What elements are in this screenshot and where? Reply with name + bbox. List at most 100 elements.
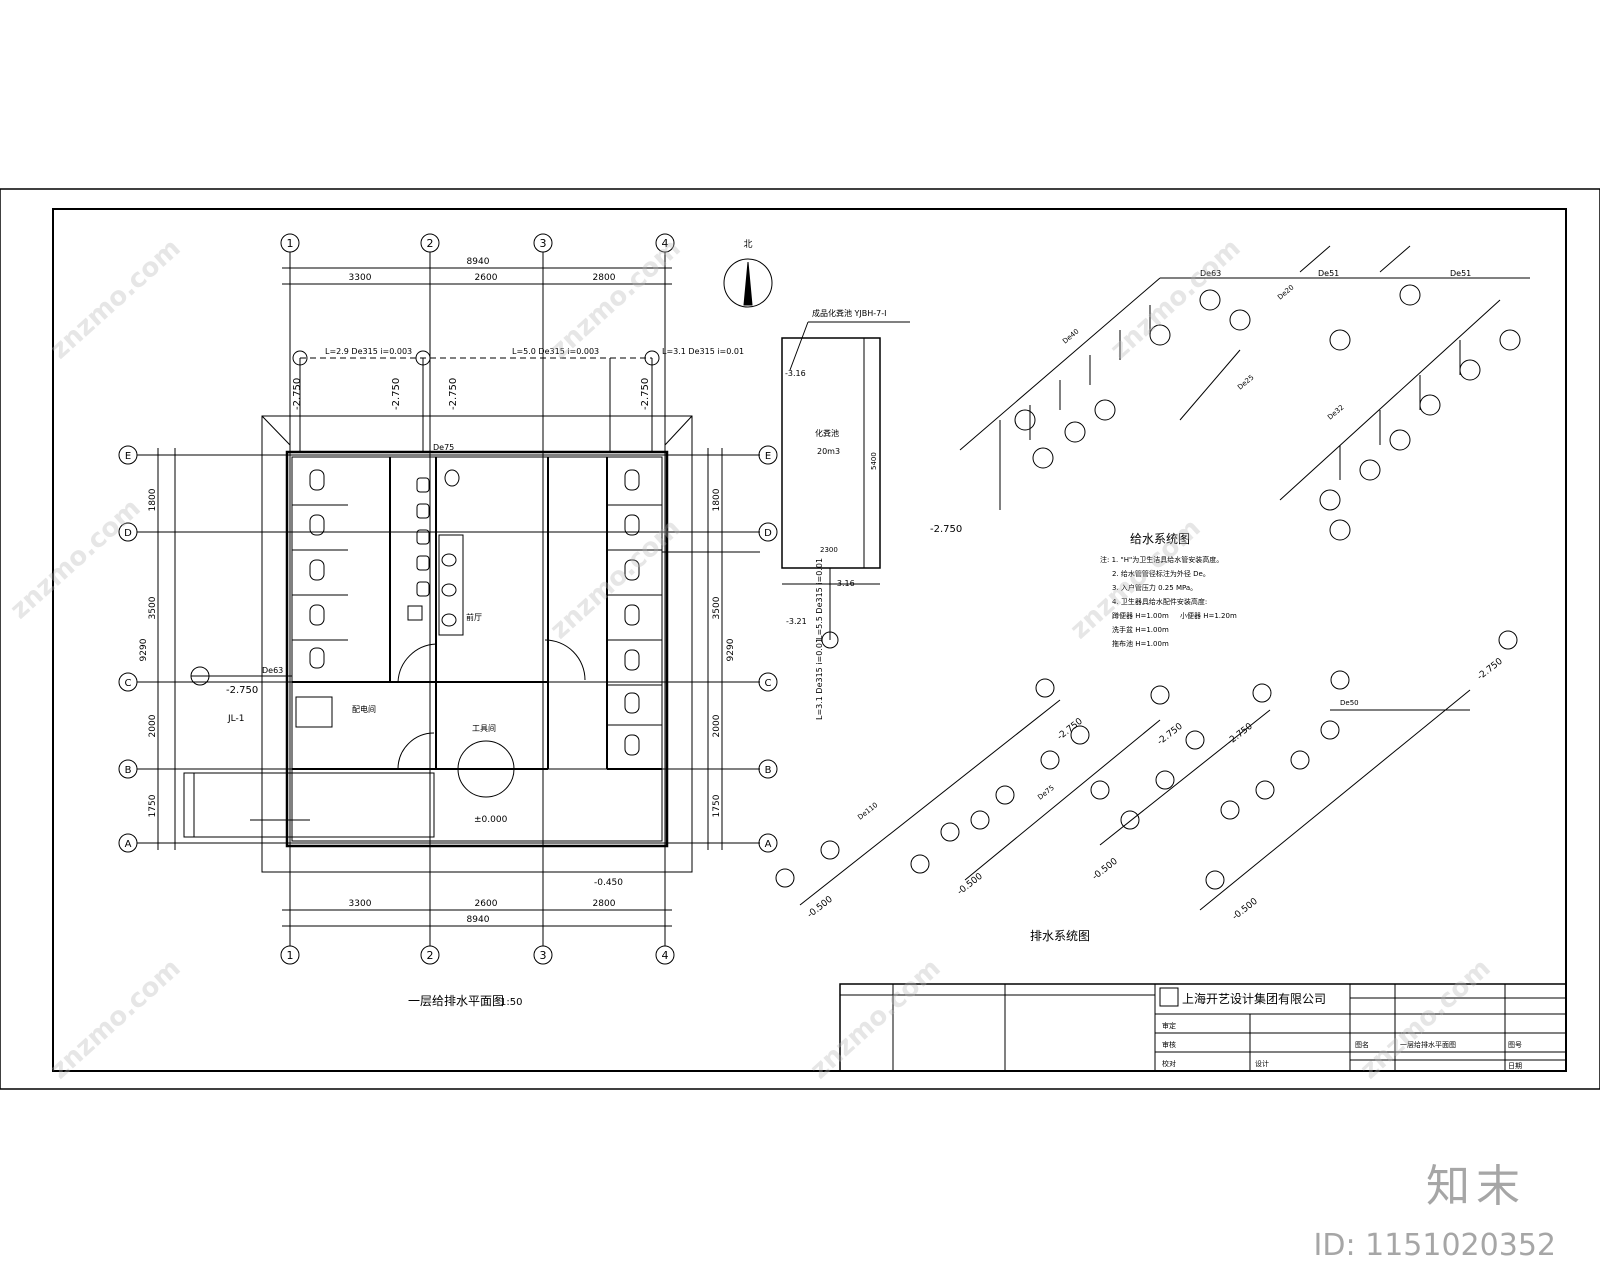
- title-block: [839, 983, 1567, 1072]
- axis-1-bottom: 1: [287, 949, 294, 962]
- axis-1: 1: [287, 237, 294, 250]
- dim-total-top: 8940: [467, 257, 490, 267]
- supply-h1: 蹲便器 H=1.00m: [1112, 611, 1169, 620]
- drain-level-3: -0.500: [1091, 856, 1120, 882]
- tb-label-design: 设计: [1255, 1059, 1269, 1068]
- svg-text:znzmo.com: znzmo.com: [45, 233, 187, 365]
- axis-A-right: A: [765, 839, 772, 850]
- level-inlet: -2.750: [226, 685, 258, 696]
- outer-frame: [0, 188, 1600, 1090]
- level-pipe-4: -2.750: [640, 378, 651, 410]
- pipe-de75: De75: [433, 443, 454, 452]
- dim-side-1: 1800: [148, 488, 158, 511]
- jl-label: JL-1: [227, 714, 244, 724]
- pipe-note-1: L=2.9 De315 i=0.003: [325, 347, 412, 356]
- tank-height: 5400: [870, 452, 878, 470]
- inner-frame: [52, 208, 1567, 1072]
- level-pipe-3: -2.750: [448, 378, 459, 410]
- svg-text:znzmo.com: znzmo.com: [805, 953, 947, 1085]
- svg-text:znzmo.com: znzmo.com: [1105, 233, 1247, 365]
- axis-2-bottom: 2: [427, 949, 434, 962]
- room-tool: 工具间: [472, 724, 496, 733]
- supply-texts: 给水系统图 注: 1. "H"为卫生洁具给水管安装高度。 2. 给水管管径标注为…: [930, 269, 1471, 648]
- stalls-right: [607, 469, 662, 756]
- supply-pipe-de63: De63: [1200, 269, 1221, 278]
- dim-bottom-2: 2600: [475, 899, 498, 909]
- dim-bottom-3: 2800: [593, 899, 616, 909]
- svg-text:znzmo.com: znzmo.com: [5, 493, 147, 625]
- septic-texts: 成品化粪池 YJBH-7-I 化粪池 20m3 -3.16 -3.16 -3.2…: [785, 308, 887, 720]
- axis-E: E: [125, 451, 131, 462]
- axis-A: A: [125, 839, 132, 850]
- svg-text:znzmo.com: znzmo.com: [45, 953, 187, 1085]
- drain-pipe-de75: De75: [1036, 784, 1056, 802]
- supply-h2: 洗手盆 H=1.00m: [1112, 625, 1169, 634]
- dim-side-3: 2000: [148, 714, 158, 737]
- tank-width: 2300: [820, 546, 838, 554]
- axis-4: 4: [662, 237, 669, 250]
- plan-title: 一层给排水平面图: [408, 994, 504, 1008]
- dim-side-4: 1750: [148, 794, 158, 817]
- supply-pipe-de40: De40: [1061, 327, 1080, 345]
- level-pipe-2: -2.750: [391, 378, 402, 410]
- pipe-de63: De63: [262, 666, 283, 675]
- supply-pipe-de51-a: De51: [1318, 269, 1339, 278]
- septic-tank: [781, 321, 910, 649]
- tank-level-1: -3.16: [785, 369, 806, 378]
- tb-label-review: 审定: [1162, 1021, 1176, 1030]
- supply-note-3: 3. 入户管压力 0.25 MPa。: [1112, 583, 1197, 592]
- dim-side-total: 9290: [139, 638, 149, 661]
- supply-pipe-de51-b: De51: [1450, 269, 1471, 278]
- brand-logo: 知末: [1426, 1161, 1526, 1212]
- supply-h4: 小便器 H=1.20m: [1180, 611, 1237, 620]
- tank-l3: L=3.1 De315 i=0.01: [815, 638, 824, 720]
- dim-side-r2: 3500: [712, 596, 722, 619]
- svg-text:znzmo.com: znzmo.com: [1355, 953, 1497, 1085]
- drain-title: 排水系统图: [1030, 929, 1090, 943]
- axis-4-bottom: 4: [662, 949, 669, 962]
- axis-3-bottom: 3: [540, 949, 547, 962]
- drain-level-5: -2.750: [1056, 716, 1085, 742]
- tb-label-check: 审核: [1162, 1040, 1176, 1049]
- supply-pipe-de20: De20: [1276, 283, 1295, 301]
- supply-title: 给水系统图: [1130, 532, 1190, 546]
- tb-label-proof: 校对: [1162, 1059, 1176, 1068]
- plan-texts: 1 2 3 4 1 2 3 4 E D C B A E D C B A 8940…: [124, 237, 772, 1008]
- room-lobby: 前厅: [466, 612, 482, 622]
- dim-bottom-1: 3300: [349, 899, 372, 909]
- tank-label: 化粪池: [815, 428, 839, 438]
- pipe-note-2: L=5.0 De315 i=0.003: [512, 347, 599, 356]
- axis-C: C: [125, 678, 132, 689]
- axis-B-right: B: [765, 765, 772, 776]
- axis-C-right: C: [765, 678, 772, 689]
- supply-note-4: 4. 卫生器具给水配件安装高度:: [1112, 597, 1207, 606]
- dim-side-r1: 1800: [712, 488, 722, 511]
- watermark: znzmo.com znzmo.com znzmo.com znzmo.com …: [5, 233, 1497, 1085]
- dim-side-2: 3500: [148, 596, 158, 619]
- plan-scale: 1:50: [500, 997, 522, 1008]
- north-label: 北: [743, 239, 752, 250]
- axis-D: D: [124, 528, 132, 539]
- tank-level-1b: -3.16: [834, 579, 855, 588]
- floor-plan: [118, 233, 778, 965]
- axis-D-right: D: [764, 528, 772, 539]
- company-name: 上海开艺设计集团有限公司: [1182, 991, 1326, 1006]
- supply-pipe-de32: De32: [1326, 403, 1345, 421]
- sinks: [438, 469, 464, 636]
- level-000: ±0.000: [474, 815, 508, 825]
- supply-h3: 拖布池 H=1.00m: [1112, 639, 1169, 648]
- tb-label-date: 日期: [1508, 1062, 1522, 1070]
- urinals: [407, 477, 430, 621]
- document-id: ID: 1151020352: [1313, 1228, 1556, 1263]
- axis-2: 2: [427, 237, 434, 250]
- room-equipment: 配电间: [352, 704, 376, 714]
- drain-level-4: -0.500: [1231, 896, 1260, 922]
- dim-top-3: 2800: [593, 273, 616, 283]
- drain-pipe-de50: De50: [1340, 699, 1359, 707]
- tb-label-number: 图号: [1508, 1041, 1522, 1049]
- title-block-texts: 上海开艺设计集团有限公司 审定 审核 校对 设计 图名 一层给排水平面图 图号 …: [1162, 991, 1522, 1070]
- dim-side-r4: 1750: [712, 794, 722, 817]
- supply-system: [959, 245, 1530, 541]
- drain-pipe-de110: De110: [856, 801, 879, 822]
